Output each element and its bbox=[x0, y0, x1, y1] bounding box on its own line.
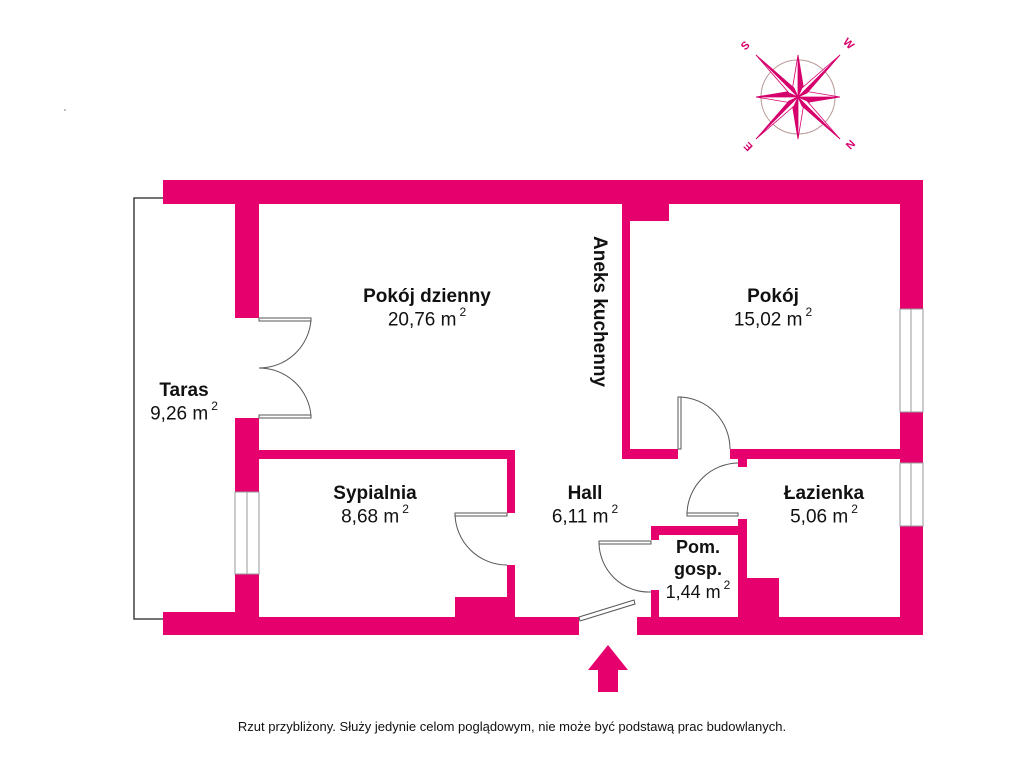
room-name: Hall bbox=[567, 483, 603, 504]
room-name: Sypialnia bbox=[333, 483, 417, 504]
entrance-arrow-icon bbox=[588, 645, 628, 692]
walls bbox=[163, 180, 923, 635]
windows bbox=[234, 308, 924, 575]
compass-rose-icon bbox=[755, 54, 841, 140]
disclaimer: Rzut przybliżony. Służy jedynie celom po… bbox=[237, 719, 787, 734]
room-name: Łazienka bbox=[783, 483, 865, 504]
terrace-outline bbox=[133, 197, 163, 620]
room-name-line1: Pom. bbox=[675, 537, 720, 557]
doors bbox=[258, 317, 739, 622]
room-name: Pokój dzienny bbox=[363, 286, 491, 307]
room-name: Pokój bbox=[747, 286, 799, 307]
kitchen-label: Aneks kuchenny bbox=[589, 236, 610, 387]
room-name-line2: gosp. bbox=[674, 558, 722, 579]
room-name: Taras bbox=[159, 380, 209, 401]
